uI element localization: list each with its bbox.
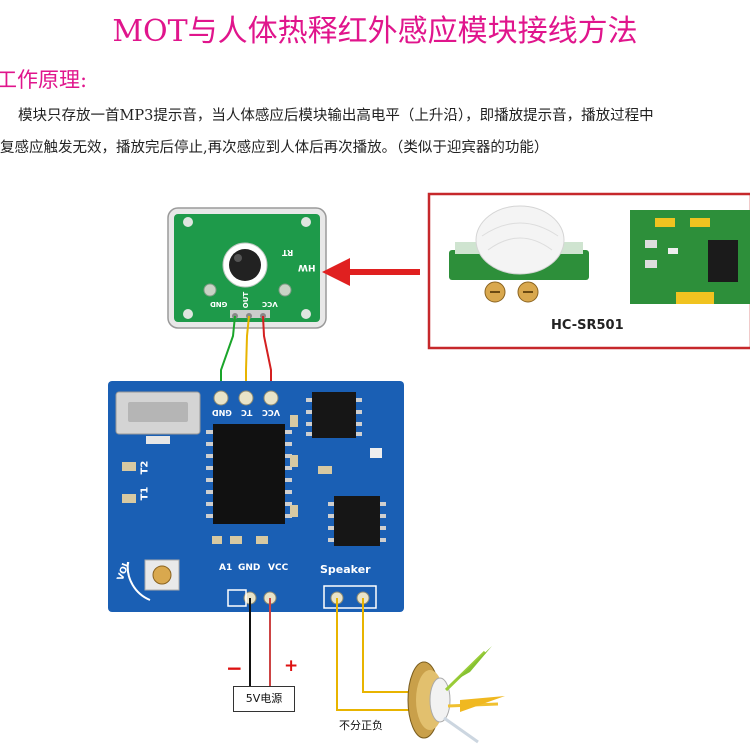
hcsr501-photo-front [449,205,589,303]
sensor-label-out: OUT [242,291,251,309]
power-supply-label: 5V电源 [233,686,295,712]
mp3-player-board [108,381,404,612]
sensor-label-gnd: GND [210,300,228,308]
description-line-2: 复感应触发无效，播放完后停止,再次感应到人体后再次播放。（类似于迎宾器的功能） [0,140,549,156]
board-label-gnd-bottom: GND [238,563,261,573]
page-title: MOT与人体热释红外感应模块接线方法 [112,14,638,49]
power-wires [249,598,271,686]
speaker-icon [407,646,505,744]
description-line-1: 模块只存放一首MP3提示音，当人体感应后模块输出高电平（上升沿），即播放提示音，… [18,108,654,124]
photo-caption: HC-SR501 [551,318,624,333]
power-minus-sign: − [226,656,243,680]
power-plus-sign: + [284,656,299,676]
polarity-note: 不分正负 [339,719,383,732]
speaker-wires [336,598,424,711]
pointer-arrow [322,258,420,286]
sensor-label-vcc: VCC [262,300,278,308]
section-heading: 工作原理: [0,68,88,92]
hcsr501-photo-back [630,210,750,304]
board-label-t1: T1 [139,486,151,501]
board-label-a1: A1 [219,563,233,573]
pir-sensor-module [167,207,327,329]
sensor-label-rt: RT [282,248,294,257]
board-label-tc: TC [241,408,253,417]
board-label-speaker: Speaker [320,563,371,576]
board-label-t2: T2 [139,460,151,475]
board-label-gnd: GND [212,408,232,417]
sensor-label-hw: HW [298,262,316,272]
board-label-vcc-bottom: VCC [268,563,289,573]
board-label-vcc: VCC [262,408,280,417]
